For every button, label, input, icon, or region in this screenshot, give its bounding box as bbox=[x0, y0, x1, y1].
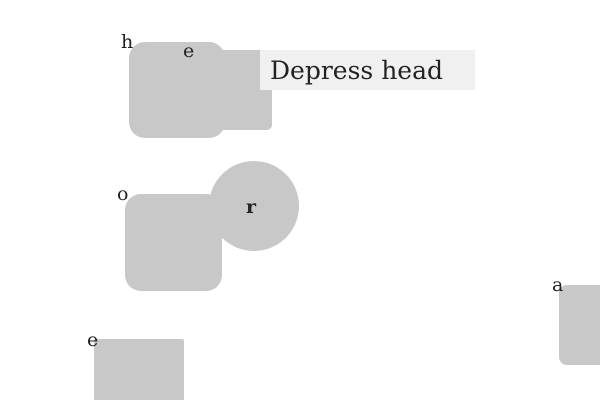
key-h-label: h bbox=[121, 31, 134, 53]
tooltip: Depress head bbox=[260, 50, 475, 90]
key-r-label: r bbox=[246, 196, 257, 218]
key-h-body[interactable] bbox=[129, 42, 225, 138]
key-r-body[interactable] bbox=[209, 161, 299, 251]
key-a-label: a bbox=[552, 274, 564, 296]
key-a-body[interactable] bbox=[559, 285, 600, 365]
key-e-bottom-body[interactable] bbox=[94, 339, 184, 400]
tooltip-text: Depress head bbox=[270, 55, 443, 85]
key-o-label: o bbox=[117, 183, 129, 205]
key-o-body[interactable] bbox=[125, 194, 222, 291]
key-e-top-label: e bbox=[183, 40, 195, 62]
key-e-bottom-label: e bbox=[87, 329, 99, 351]
